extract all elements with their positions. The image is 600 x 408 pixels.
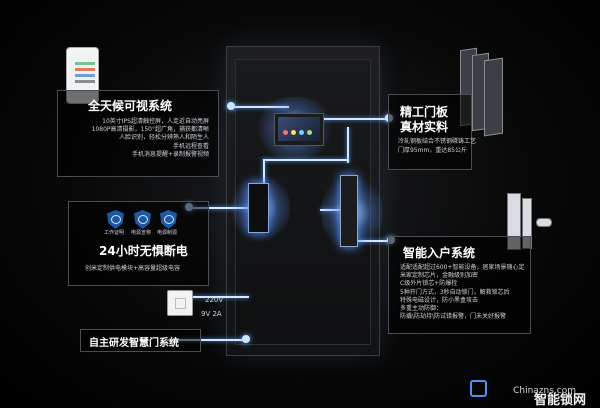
door-system-title: 自主研发智慧门系统 — [89, 338, 179, 349]
entry-line: 适配适配超过600+智能设备，居家场景随心定 — [400, 264, 525, 271]
door-sensor — [248, 183, 269, 233]
entry-line: 防撬\防劫持\防试错报警，门未关好报警 — [400, 313, 507, 321]
shield-icon — [107, 210, 124, 229]
entry-line: 5种开门方式，3秒自动锁门，解救锁芯后 — [400, 288, 510, 296]
entry-title: 智能入户系统 — [403, 246, 476, 260]
phone-ui-row — [75, 68, 95, 71]
vision-line: 手机远程查看 — [172, 142, 209, 150]
entry-line: 特殊电磁设计，防小黑盒攻击 — [400, 296, 479, 304]
entry-line: 米家定制芯片，金融级别加密 — [400, 272, 479, 280]
power-icon-label: 电源制源 — [157, 230, 178, 236]
connection-line-bottom — [167, 339, 247, 341]
shield-icon — [160, 210, 177, 229]
panel-line: 门厚95mm，重达85公斤 — [398, 147, 467, 154]
screen-app-icon — [283, 130, 288, 135]
phone-ui-row — [75, 74, 95, 77]
power-switch — [167, 290, 193, 316]
connector-dot-5 — [242, 335, 250, 343]
phone-ui-row — [75, 80, 95, 83]
smart-lock — [340, 175, 358, 247]
lock-sample-3 — [536, 218, 552, 227]
vision-lines: 10英寸IPS超清触控屏，人走近自动亮屏 1080P高清摄影，150°超广角，捕… — [72, 118, 209, 159]
smart-screen — [274, 113, 324, 146]
vision-line: 手机消息提醒+录制报警视频 — [131, 150, 209, 158]
screen-app-icon — [299, 130, 304, 135]
power-line: 创米定制供电模块+高容量超级电容 — [85, 265, 181, 272]
phone-ui-row — [75, 62, 95, 65]
door-panel-info: 精工门板 真材实料 冷轧钢板结合不锈钢磷铸工艺 门厚95mm，重达85公斤 — [388, 94, 476, 170]
vision-panel: 全天候可视系统 10英寸IPS超清触控屏，人走近自动亮屏 1080P高清摄影，1… — [57, 90, 219, 177]
connection-line-right-top — [322, 118, 390, 120]
brand-logo-icon — [470, 380, 487, 397]
connection-line-left — [189, 207, 248, 209]
power-panel: 工作证明 电源宣称 电源制源 24小时无惧断电 创米定制供电模块+高容量超级电容 — [68, 201, 209, 286]
panel-title-line1: 精工门板 — [400, 105, 449, 119]
entry-panel: 智能入户系统 适配适配超过600+智能设备，居家场景随心定 米家定制芯片，金融级… — [388, 236, 531, 334]
screen-app-icon — [291, 130, 296, 135]
power-icon-label: 电源宣称 — [131, 230, 152, 236]
vision-title: 全天候可视系统 — [88, 99, 173, 113]
voltage-output: 9V 2A — [201, 310, 222, 318]
watermark-site: Chinazns.com — [513, 386, 576, 396]
connection-line-horizontal-middle — [263, 159, 349, 161]
panel-title-line2: 真材实料 — [400, 120, 449, 134]
power-icon-label: 工作证明 — [104, 230, 125, 236]
smart-screen-display — [278, 117, 320, 141]
connection-line-right-vertical — [347, 127, 349, 163]
power-title: 24小时无惧断电 — [99, 244, 188, 258]
screen-app-icon — [307, 130, 312, 135]
entry-line: C级外片锁芯+防爆栓 — [400, 280, 458, 288]
entry-lines: 适配适配超过600+智能设备，居家场景随心定 米家定制芯片，金融级别加密 C级外… — [400, 264, 524, 321]
entry-line: 多重主动防御： — [400, 305, 443, 313]
vision-line: 1080P高清摄影，150°超广角，捕获都清晰 — [91, 126, 209, 134]
door-sample-3 — [484, 57, 503, 137]
panel-line: 冷轧钢板结合不锈钢磷铸工艺 — [398, 138, 477, 145]
connector-dot-1 — [227, 102, 235, 110]
voltage-input: 220V — [205, 296, 224, 304]
vision-line: 人脸识别，轻松分辨熟人和陌生人 — [118, 134, 209, 142]
shield-icon — [134, 210, 151, 229]
connection-line-power-switch — [183, 296, 249, 298]
watermark-brand: 智能锁网 — [533, 393, 586, 408]
door-system-panel: 自主研发智慧门系统 — [80, 329, 201, 352]
vision-line: 10英寸IPS超清触控屏，人走近自动亮屏 — [102, 118, 209, 125]
